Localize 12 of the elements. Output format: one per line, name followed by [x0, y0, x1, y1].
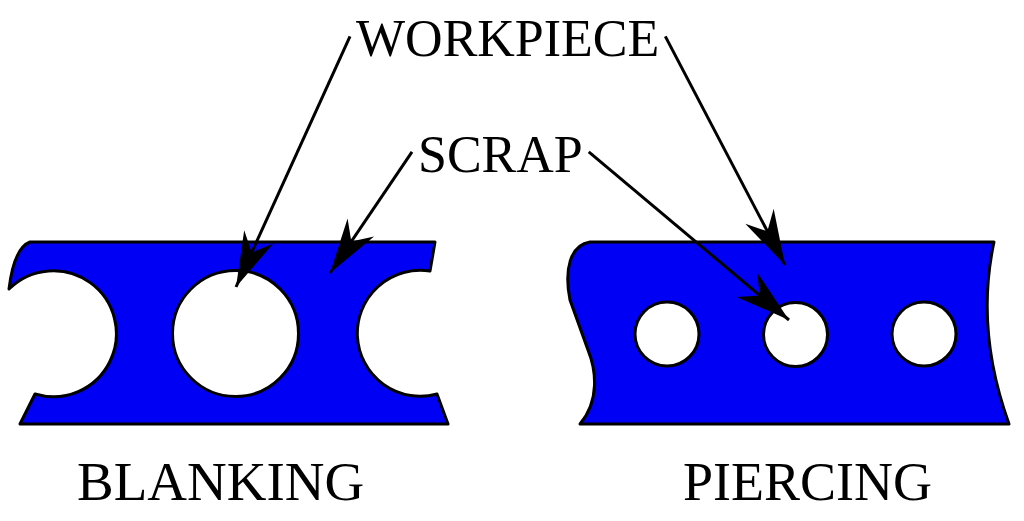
leader-arrow — [664, 35, 787, 266]
callout-label: WORKPIECE — [356, 13, 660, 65]
leader-arrow — [328, 151, 414, 274]
strip-label: BLANKING — [77, 454, 365, 509]
circular-hole — [170, 268, 300, 398]
metal-strip — [564, 240, 1011, 426]
leader-arrow — [234, 35, 352, 288]
metal-strip — [7, 240, 450, 426]
callout-label: SCRAP — [418, 128, 583, 181]
circular-hole — [761, 300, 829, 368]
strip-label: PIERCING — [683, 455, 932, 509]
leader-arrow — [587, 150, 790, 322]
